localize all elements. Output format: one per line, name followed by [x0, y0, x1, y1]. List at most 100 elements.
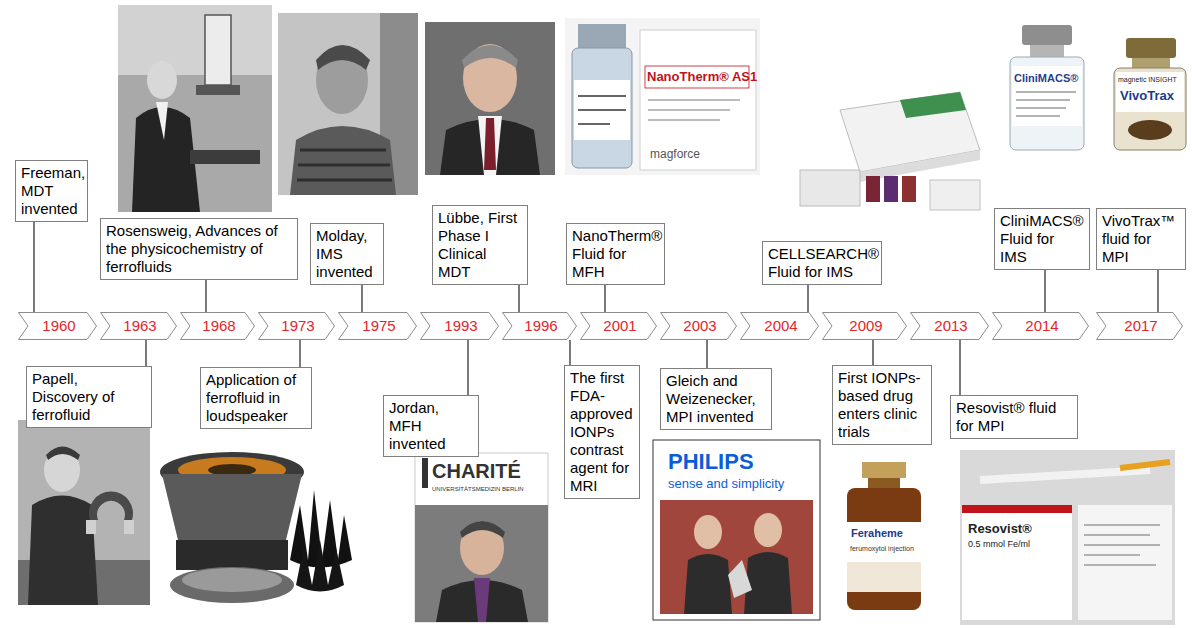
year-chevron: 1996 [502, 312, 580, 340]
product-label: Resovist® [968, 522, 1032, 536]
event-text: CELLSEARCH® Fluid for IMS [768, 245, 876, 281]
timeline-connector [569, 340, 570, 365]
charite-photo-part [460, 521, 504, 575]
resovist-product-part [962, 505, 1072, 513]
timeline-connector [299, 340, 300, 367]
luebbe-photo-part [425, 22, 555, 175]
event-text: Lübbe, First Phase I Clinical MDT [438, 209, 522, 281]
loudspeaker-picture-part [182, 568, 282, 592]
event-text: Freeman, MDT invented [21, 164, 82, 218]
papell-photo-part [46, 447, 80, 461]
rosensweig-photo-part [205, 15, 231, 85]
resovist-product-part [1120, 462, 1170, 468]
year-chevron: 1993 [420, 312, 502, 340]
resovist-product-part [1084, 525, 1160, 565]
clinimacs-vial [1010, 25, 1084, 150]
papell-photo-part [86, 520, 96, 534]
event-box: The first FDA-approved IONPs contrast ag… [564, 365, 640, 499]
loudspeaker-picture-part [170, 567, 294, 603]
year-label: 1996 [502, 312, 580, 340]
charite-photo [415, 453, 548, 622]
event-text: Papell, Discovery of ferrofluid [32, 370, 146, 424]
year-label: 2017 [1096, 312, 1186, 340]
feraheme-bottle [847, 462, 921, 610]
loudspeaker-picture-part [162, 474, 302, 540]
timeline-connector [872, 340, 873, 365]
cellsearch-kit [800, 92, 980, 210]
product-label: NanoTherm® AS1 [647, 70, 757, 84]
luebbe-photo [425, 22, 555, 175]
nanotherm-product-part [572, 48, 632, 168]
timeline-connector [205, 280, 206, 312]
product-label: sense and simplicity [668, 477, 784, 491]
molday-photo-part [297, 150, 392, 180]
vivotrax-vial-part [1128, 120, 1172, 140]
timeline-connector [361, 285, 362, 312]
product-label: CHARITÉ [432, 460, 521, 482]
rosensweig-photo [118, 5, 272, 212]
year-label: 1960 [18, 312, 100, 340]
loudspeaker-picture-part [176, 540, 288, 570]
event-text: Resovist® fluid for MPI [956, 399, 1072, 435]
year-chevron: 2009 [822, 312, 910, 340]
product-label: VivoTrax [1120, 89, 1174, 103]
luebbe-photo-part [462, 45, 518, 68]
event-box: Freeman, MDT invented [15, 160, 88, 222]
year-chevron: 2013 [910, 312, 992, 340]
papell-photo [18, 420, 150, 605]
rosensweig-photo-part [118, 5, 272, 75]
product-label: magnetic INSIGHT [1118, 76, 1177, 84]
cellsearch-kit-part [884, 176, 898, 202]
event-text: CliniMACS® Fluid for IMS [1000, 212, 1084, 266]
nanotherm-product-part [578, 24, 626, 48]
clinimacs-vial-part [1030, 45, 1064, 57]
timeline-connector [33, 222, 34, 312]
cellsearch-kit-part [900, 92, 966, 118]
molday-photo-part [316, 45, 370, 70]
resovist-product-part [960, 450, 1175, 625]
cellsearch-kit-part [930, 180, 980, 210]
charite-photo-part [474, 578, 490, 622]
event-box: Application of ferrofluid in loudspeaker [200, 367, 312, 429]
nanotherm-product-part [565, 18, 760, 175]
resovist-product-part [962, 505, 1072, 620]
event-text: Molday, IMS invented [316, 227, 378, 281]
event-text: NanoTherm® Fluid for MFH [572, 227, 659, 281]
philips-photo-part [744, 552, 792, 614]
charite-photo-part [460, 521, 505, 538]
rosensweig-photo-part [196, 85, 240, 95]
product-label: Feraheme [851, 527, 903, 539]
charite-photo-part [415, 453, 548, 622]
event-text: Gleich and Weizenecker, MPI invented [666, 372, 766, 426]
event-text: Rosensweig, Advances of the physicochemi… [106, 222, 292, 276]
papell-photo-part [18, 420, 150, 605]
rosensweig-photo-part [118, 5, 272, 212]
timeline-connector [706, 340, 707, 368]
event-box: Rosensweig, Advances of the physicochemi… [100, 218, 298, 280]
product-label: PHILIPS [668, 450, 754, 474]
resovist-product [960, 450, 1175, 625]
resovist-product-part [980, 470, 1150, 480]
year-chevron: 2001 [580, 312, 660, 340]
year-chevron: 1963 [100, 312, 180, 340]
vivotrax-vial-part [1132, 58, 1170, 68]
year-label: 2014 [992, 312, 1092, 340]
vivotrax-vial [1114, 38, 1186, 150]
event-text: Application of ferrofluid in loudspeaker [206, 371, 306, 425]
year-label: 2004 [740, 312, 822, 340]
year-label: 2001 [580, 312, 660, 340]
papell-photo-part [89, 491, 133, 520]
feraheme-bottle-part [868, 478, 900, 488]
event-box: Lübbe, First Phase I Clinical MDT [432, 205, 528, 285]
cellsearch-kit-part [902, 176, 916, 202]
feraheme-bottle-part [847, 488, 921, 610]
rosensweig-photo-part [156, 102, 168, 140]
event-text: Jordan, MFH invented [389, 399, 473, 453]
year-label: 1993 [420, 312, 502, 340]
philips-photo-part [684, 554, 732, 614]
event-box: CELLSEARCH® Fluid for IMS [762, 241, 882, 285]
year-label: 1975 [338, 312, 420, 340]
philips-photo-part [754, 513, 782, 547]
